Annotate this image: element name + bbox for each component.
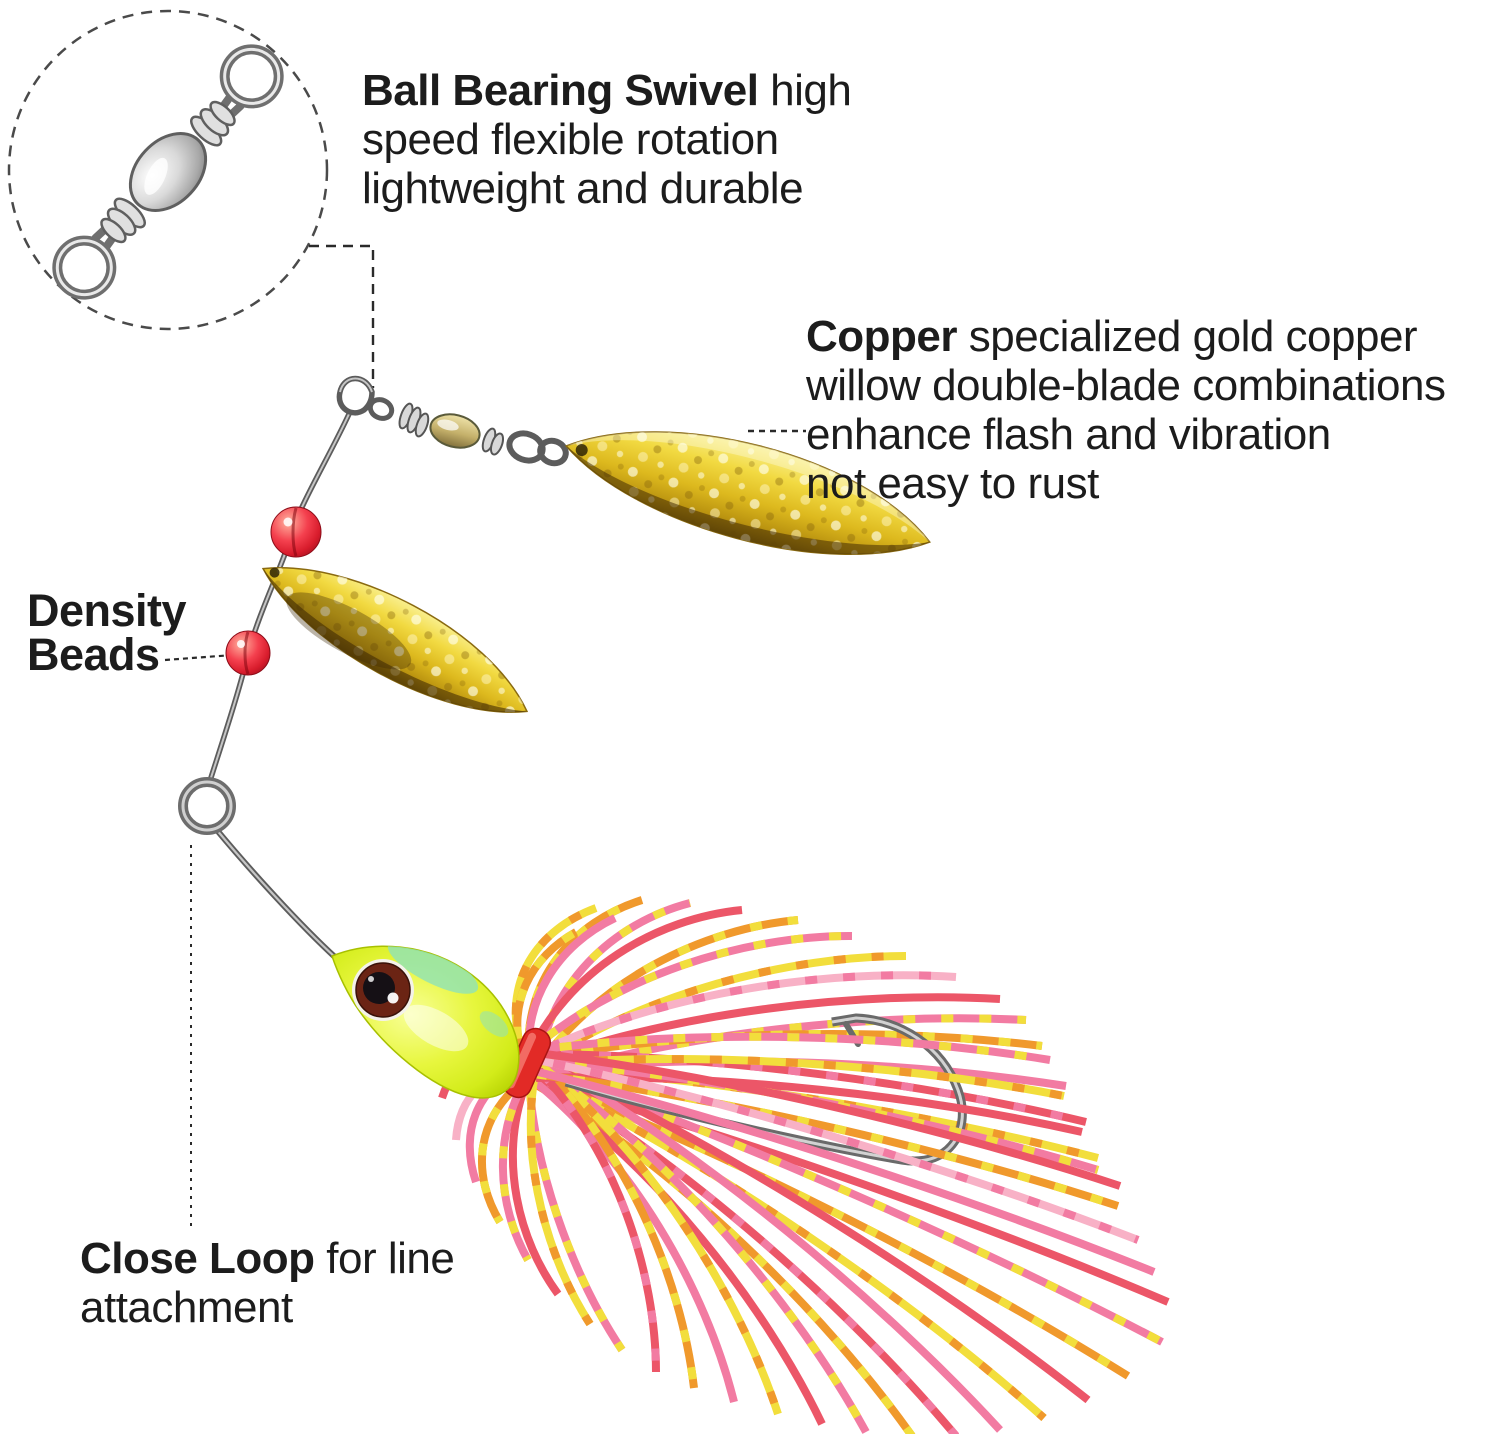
skirt-strand (527, 1072, 1131, 1380)
skirt-strand (527, 951, 907, 1074)
callout-close-loop: Close Loop for line attachment (80, 1234, 455, 1332)
callout-close-loop-title: Close Loop (80, 1234, 315, 1283)
callout-ball-bearing-swivel: Ball Bearing Swivel high speed flexible … (362, 66, 852, 213)
skirt-strand-band (526, 1072, 594, 1327)
callout-swivel-rest: high (758, 66, 852, 115)
callout-swivel-line1: Ball Bearing Swivel high (362, 66, 852, 115)
skirt-strand-band (535, 971, 957, 1057)
density-bead-upper (270, 506, 322, 558)
swivel-barrel (429, 413, 481, 449)
callout-copper-title: Copper (806, 312, 958, 361)
close-loop-ring (178, 777, 236, 835)
callout-copper-rest: specialized gold copper (957, 312, 1418, 361)
skirt-strand (536, 1049, 1122, 1190)
callout-copper-line3: enhance flash and vibration (806, 410, 1331, 459)
callout-close-loop-rest: for line (314, 1234, 455, 1283)
callout-density-beads: Density Beads (27, 585, 187, 680)
skirt-strands-front (521, 1032, 1156, 1276)
inset-detail-circle (7, 9, 329, 331)
callout-density-line2: Beads (27, 629, 160, 680)
callout-copper: Copper specialized gold copper willow do… (806, 312, 1446, 508)
callout-copper-line4: not easy to rust (806, 459, 1099, 508)
skirt-strand (513, 928, 578, 1064)
skirt-strand (521, 1069, 738, 1403)
callout-swivel-line3: lightweight and durable (362, 164, 804, 213)
jig-head-eye (352, 959, 414, 1021)
skirt-strand (522, 1053, 1140, 1244)
callout-copper-line1: Copper specialized gold copper (806, 312, 1446, 361)
skirt-strand-band (531, 1056, 782, 1416)
lower-wire-arm (213, 827, 339, 961)
skirt-strand-band (525, 1057, 1100, 1174)
head-green-accent (387, 946, 479, 994)
callout-close-loop-line1: Close Loop for line (80, 1234, 455, 1283)
leader-line-density-beads (164, 653, 234, 662)
callout-copper-line2: willow double-blade combinations (806, 361, 1446, 410)
inset-swivel-illustration (52, 44, 284, 300)
skirt-strand-band (521, 1032, 1051, 1064)
leader-line-swivel (309, 244, 375, 388)
callout-close-loop-line2: attachment (80, 1283, 293, 1332)
skirt-strand (508, 1084, 562, 1297)
skirt-strand (522, 906, 743, 1063)
skirt-strand (531, 1051, 1003, 1433)
skirt-strand-band (477, 1078, 525, 1225)
callout-swivel-line2: speed flexible rotation (362, 115, 779, 164)
skirt-strand-band (520, 931, 853, 1060)
skirt-strand-band (511, 904, 598, 1054)
skirt-strand-band (535, 1066, 660, 1373)
density-bead-lower (225, 630, 271, 676)
skirt-strand-band (534, 1060, 870, 1434)
ball-bearing-swivel-chain (367, 397, 569, 467)
skirt-strand (529, 1066, 1156, 1276)
wire-frame (178, 375, 375, 961)
skirt-strand-band (532, 899, 692, 1079)
skirt-strand-band (520, 1059, 1164, 1346)
callout-swivel-title: Ball Bearing Swivel (362, 66, 759, 115)
skirt-strand-band (534, 1050, 1087, 1126)
skirt-strand-band (520, 1064, 960, 1434)
density-beads (225, 506, 322, 676)
skirt-strand-band (532, 1070, 1120, 1210)
blade-attachment-hole (269, 567, 280, 578)
callout-density-line1: Density (27, 585, 187, 636)
willow-blade-large (564, 431, 931, 555)
blade-attachment-hole (575, 444, 588, 457)
jig-head (331, 945, 520, 1099)
skirt-strand-band (528, 1053, 698, 1389)
willow-blade-small (261, 567, 529, 713)
